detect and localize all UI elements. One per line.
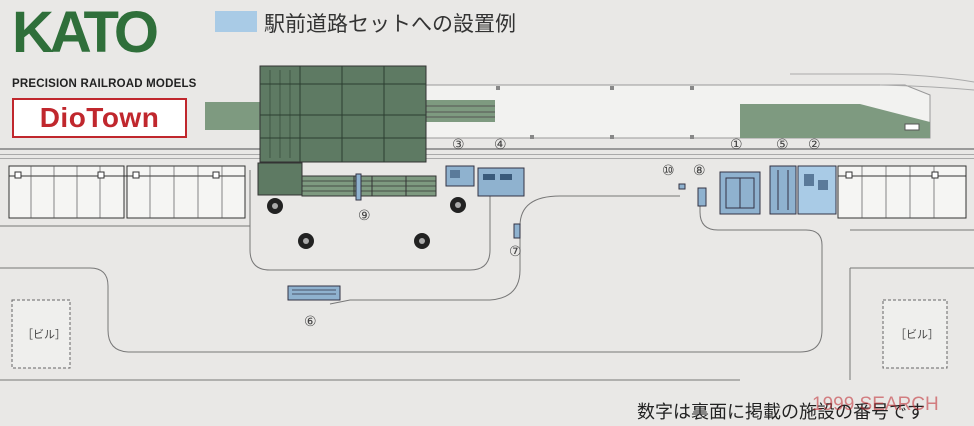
platform-track-area xyxy=(0,73,974,159)
item-number-3: ③ xyxy=(452,137,465,153)
item-number-1: ① xyxy=(730,137,743,153)
legend-swatch xyxy=(215,11,257,32)
diotown-logo-text: DioTown xyxy=(39,102,160,133)
watermark: 1999 SEARCH xyxy=(812,394,939,415)
kato-logo: KATO xyxy=(12,0,159,65)
item-number-6: ⑥ xyxy=(304,314,317,330)
trees xyxy=(267,197,466,249)
item-number-2: ② xyxy=(808,137,821,153)
item-number-9: ⑨ xyxy=(358,208,371,224)
left-fence xyxy=(8,165,246,219)
legend-label: 駅前道路セットへの設置例 xyxy=(264,12,516,36)
building-left xyxy=(11,299,71,369)
kato-tagline: PRECISION RAILROAD MODELS xyxy=(12,78,197,90)
item-number-8: ⑧ xyxy=(693,163,706,179)
item-number-4: ④ xyxy=(494,137,507,153)
station-building xyxy=(259,65,427,163)
building-left-label: ［ビル］ xyxy=(22,328,66,341)
diotown-logo: DioTown xyxy=(12,98,187,138)
footer-note: 数字は裏面に掲載の施設の番号です xyxy=(637,402,925,423)
placed-items xyxy=(287,165,837,301)
item-number-5: ⑤ xyxy=(776,137,789,153)
station-front xyxy=(257,162,437,201)
building-right xyxy=(882,299,948,369)
right-fence xyxy=(837,165,967,219)
item-number-7: ⑦ xyxy=(509,244,522,260)
item-number-10: ⑩ xyxy=(662,163,675,179)
building-right-label: ［ビル］ xyxy=(895,328,939,341)
road-outlines xyxy=(0,170,974,381)
